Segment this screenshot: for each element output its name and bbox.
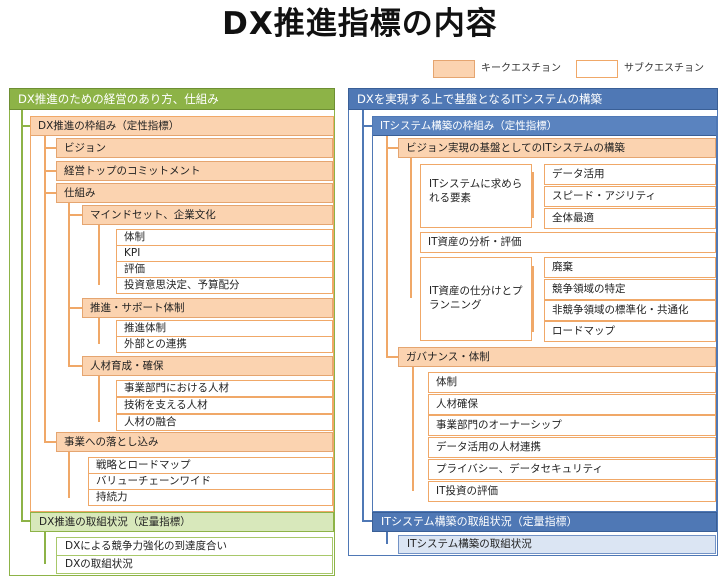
left-commitment: 経営トップのコミットメント [56,161,333,181]
right-gov-item: プライバシー、データセキュリティ [428,459,716,480]
left-tree-line [98,318,100,344]
left-mindset-item: 評価 [116,261,333,278]
right-plan-item: 競争領域の特定 [544,279,716,300]
right-tree-line [410,158,412,298]
left-tree-line [21,110,23,522]
legend-sub-label: サブクエスチョン [624,63,704,74]
legend-sub-swatch [576,60,618,78]
left-vision: ビジョン [56,138,333,158]
right-gov-item: 事業部門のオーナーシップ [428,415,716,436]
right-gov-item: 体制 [428,372,716,393]
left-tree-line [68,203,70,365]
right-header: DXを実現する上で基盤となるITシステムの構築 [348,88,718,110]
right-tree-line [386,356,398,358]
left-tree-line [44,192,56,194]
right-req-item: データ活用 [544,164,716,185]
left-mindset-item: 体制 [116,229,333,246]
left-tree-line [68,214,82,216]
left-tree-line [44,170,56,172]
right-plan-item: 非競争領域の標準化・共通化 [544,300,716,321]
right-tree-line [362,125,372,127]
left-tree-line [21,520,30,522]
right-tree-line [412,367,414,491]
right-plan: IT資産の仕分けとプランニング [420,257,532,341]
left-tree-line [44,147,56,149]
left-quant: DX推進の取組状況（定量指標） [30,512,334,532]
left-tree-line [98,376,100,422]
left-tree-line [98,225,100,285]
legend-key-label: キークエスチョン [481,63,561,74]
right-base: ビジョン実現の基盤としてのITシステムの構築 [398,138,716,158]
left-support: 推進・サポート体制 [82,298,333,318]
left-support-item: 外部との連携 [116,336,333,353]
right-plan-item: ロードマップ [544,321,716,342]
left-tree-line [21,125,30,127]
right-req-item: スピード・アジリティ [544,186,716,207]
left-support-item: 推進体制 [116,320,333,337]
right-quant-item: ITシステム構築の取組状況 [398,535,716,554]
left-talent: 人材育成・確保 [82,356,333,376]
left-talent-item: 事業部門における人材 [116,380,333,397]
right-framework-panel [372,116,717,512]
left-tree-line [68,307,82,309]
right-gov-item: 人材確保 [428,394,716,415]
left-quant-item: DXによる競争力強化の到達度合い [56,537,333,556]
right-tree-line [532,266,534,332]
left-mindset: マインドセット、企業文化 [82,205,333,225]
page-title: DX推進指標の内容 [222,6,498,42]
left-framework-panel [30,116,334,512]
right-tree-line [386,532,388,544]
right-tree-line [386,147,398,149]
right-gov: ガバナンス・体制 [398,347,716,367]
right-req: ITシステムに求められる要素 [420,164,532,228]
right-req-item: 全体最適 [544,208,716,229]
left-mindset-item: KPI [116,245,333,262]
right-analysis: IT資産の分析・評価 [420,232,716,253]
right-gov-item: IT投資の評価 [428,481,716,502]
right-tree-line [386,136,388,356]
left-execution-item: バリューチェーンワイド [88,473,333,490]
left-execution: 事業への落とし込み [56,432,333,452]
right-tree-line [362,110,364,522]
left-tree-line [68,452,70,498]
left-tree-line [44,441,56,443]
left-tree-line [44,136,46,442]
right-tree-line [532,172,534,218]
left-mindset-item: 投資意思決定、予算配分 [116,277,333,294]
left-execution-item: 戦略とロードマップ [88,457,333,474]
right-gov-item: データ活用の人材連携 [428,437,716,458]
right-quant: ITシステム構築の取組状況（定量指標） [372,512,717,532]
left-talent-item: 人材の融合 [116,414,333,431]
left-quant-item: DXの取組状況 [56,555,333,574]
left-execution-item: 持続力 [88,489,333,506]
left-header: DX推進のための経営のあり方、仕組み [9,88,335,110]
left-tree-line [68,365,82,367]
left-tree-line [44,532,46,564]
left-mechanism: 仕組み [56,183,333,203]
left-talent-item: 技術を支える人材 [116,397,333,414]
right-plan-item: 廃棄 [544,257,716,278]
legend-key-swatch [433,60,475,78]
right-tree-line [362,520,372,522]
right-framework: ITシステム構築の枠組み（定性指標） [372,116,717,136]
